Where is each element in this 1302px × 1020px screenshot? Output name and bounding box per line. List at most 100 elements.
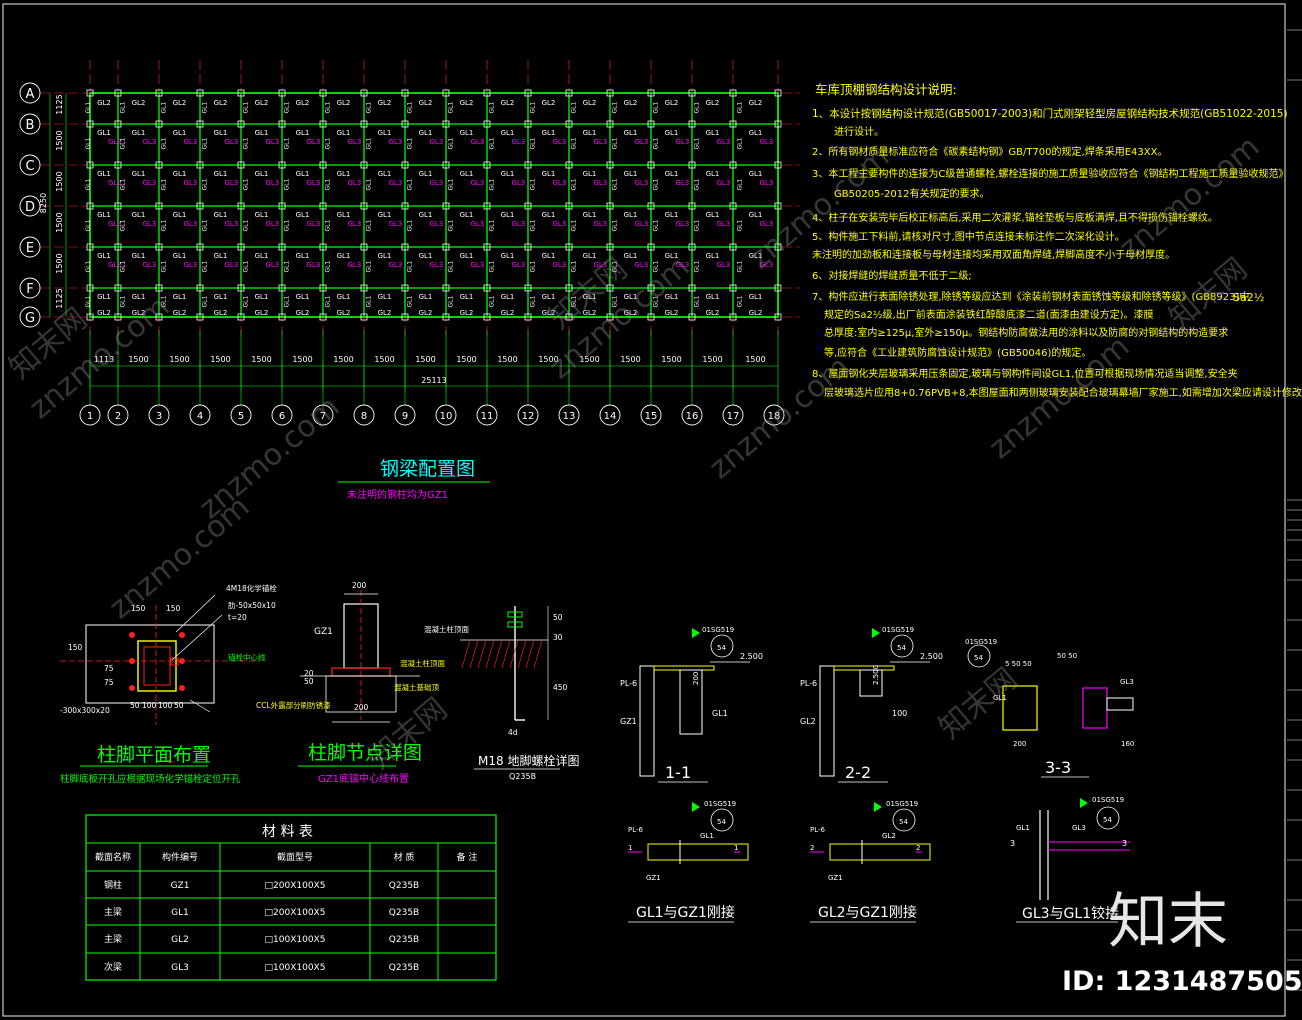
secondary-beam-label: GL3 <box>717 179 731 187</box>
beam-label-vertical: GL1 <box>284 296 291 308</box>
secondary-beam-label: GL3 <box>307 138 321 146</box>
beam-label-vertical: GL1 <box>243 138 250 150</box>
foot-detail-label: 混凝土基础顶 <box>394 682 439 692</box>
column-axis-label: 15 <box>645 411 658 422</box>
column-marker <box>729 284 737 292</box>
secondary-beam-label: GL3 <box>266 179 280 187</box>
beam-label-vertical: GL1 <box>325 261 332 273</box>
column-marker <box>647 120 655 128</box>
column-axis-label: 18 <box>768 411 781 422</box>
column-axis-label: 7 <box>320 411 326 422</box>
beam-label: GL1 <box>706 129 720 137</box>
column-marker <box>442 202 450 210</box>
note-line: GB50205-2012有关规定的要求。 <box>834 187 989 200</box>
beam-label: GL1 <box>460 252 474 260</box>
foot-plan-dim: 50 <box>174 701 184 710</box>
secondary-beam-label: GL3 <box>108 179 122 187</box>
beam-label: GL1 <box>460 293 474 301</box>
column-marker <box>774 313 782 321</box>
beam-label: GL1 <box>624 129 638 137</box>
column-marker <box>155 284 163 292</box>
beam-label: GL1 <box>624 252 638 260</box>
column-marker <box>647 313 655 321</box>
beam-label-vertical: GL1 <box>325 138 332 150</box>
beam-label-vertical: GL1 <box>120 220 127 232</box>
beam-label: GL1 <box>173 252 187 260</box>
beam-label: GL1 <box>583 211 597 219</box>
beam-label: GL2 <box>624 99 638 107</box>
beam-label-vertical: GL1 <box>694 138 701 150</box>
section-label: 5 50 50 <box>1005 660 1032 668</box>
hatch-line <box>525 639 535 669</box>
column-axis-bubble <box>517 404 539 426</box>
secondary-beam-label: GL3 <box>143 261 157 269</box>
std-page: 54 <box>897 644 906 652</box>
std-page: 54 <box>1103 816 1112 824</box>
beam-label: GL2 <box>255 99 269 107</box>
column-axis-bubble <box>681 404 703 426</box>
table-header: 构件编号 <box>162 851 198 863</box>
beam-label: GL1 <box>749 170 763 178</box>
column-marker <box>155 243 163 251</box>
level-label: 2.500 <box>740 652 763 661</box>
row-axis-bubble <box>19 82 41 104</box>
column-marker <box>483 89 491 97</box>
secondary-beam-label: GL3 <box>760 179 774 187</box>
beam-label: GL2 <box>624 309 638 317</box>
beam-label-vertical: GL1 <box>202 102 209 114</box>
column-marker <box>237 120 245 128</box>
beam-label: GL1 <box>296 252 310 260</box>
bolt-label: 30 <box>553 633 563 642</box>
beam-label: GL2 <box>749 309 763 317</box>
secondary-beam-label: GL3 <box>635 138 649 146</box>
section-label: 200 <box>692 672 700 685</box>
beam-label-vertical: GL1 <box>448 220 455 232</box>
beam-label: GL2 <box>583 99 597 107</box>
bolt-nut <box>507 611 523 618</box>
beam-label-vertical: GL1 <box>120 138 127 150</box>
std-ref: 01SG519 <box>1092 796 1124 804</box>
watermark-id: ID: 1231487505 <box>1062 966 1302 997</box>
beam-label-vertical: GL1 <box>489 261 496 273</box>
secondary-beam-label: GL3 <box>594 138 608 146</box>
foot-detail-label: 混凝土柱顶面 <box>400 658 445 668</box>
beam-label: GL1 <box>255 293 269 301</box>
joint-label: GZ1 <box>646 874 661 882</box>
column-marker <box>237 313 245 321</box>
secondary-beam-label: GL3 <box>553 138 567 146</box>
beam-label: GL2 <box>97 309 111 317</box>
beam-label: GL1 <box>173 211 187 219</box>
beam-label: GL2 <box>542 99 556 107</box>
column-marker <box>360 313 368 321</box>
beam-label: GL1 <box>419 293 433 301</box>
beam-label-vertical: GL1 <box>325 220 332 232</box>
section-title: 2-2 <box>845 763 871 782</box>
beam-label: GL2 <box>214 309 228 317</box>
section-label: GL1 <box>993 694 1007 702</box>
foot-plan-title: 柱脚平面布置 <box>97 744 211 766</box>
gl1-section <box>1002 685 1038 731</box>
beam-label-vertical: GL1 <box>243 220 250 232</box>
anchor-bolt <box>179 658 185 664</box>
joint-label: 1 <box>734 844 738 852</box>
beam-label-vertical: GL1 <box>120 102 127 114</box>
std-ref-bubble <box>710 634 734 658</box>
weld-flag-icon <box>874 802 882 812</box>
secondary-beam-label: GL3 <box>143 179 157 187</box>
beam-label: GL2 <box>378 99 392 107</box>
foot-detail-label: GZ1 <box>314 627 333 637</box>
table-cell: GL2 <box>171 935 189 945</box>
column-marker <box>196 243 204 251</box>
beam-label-vertical: GL1 <box>366 179 373 191</box>
beam-label-vertical: GL1 <box>161 296 168 308</box>
row-axis-bubble <box>19 277 41 299</box>
beam-label: GL1 <box>255 129 269 137</box>
column-axis-label: 1 <box>87 411 93 422</box>
secondary-beam-label: GL3 <box>471 179 485 187</box>
end-plate <box>833 665 895 671</box>
std-ref: 01SG519 <box>704 800 736 808</box>
